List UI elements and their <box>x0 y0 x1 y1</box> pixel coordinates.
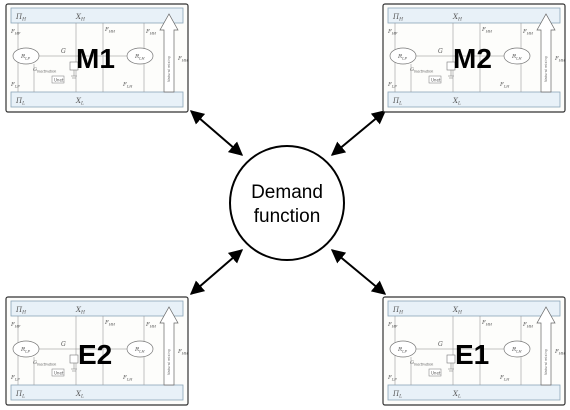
panel-e2: ΠH XH ΠL XL FHF FHH FHH FLF FLH FHH RLF RLH G Ginacti… <box>5 296 189 406</box>
x-l-label: XL <box>452 390 461 400</box>
f-hh-label-2: FHH <box>145 322 157 329</box>
natural-mixing-label: Natural mixing <box>167 56 171 82</box>
g-inactivation-label: Ginactivation <box>33 67 56 74</box>
x-h-label: XH <box>75 13 86 23</box>
arrow-center-to-m1 <box>189 110 244 156</box>
f-hf-label: FHF <box>387 29 398 36</box>
f-lh-label: FLH <box>499 82 510 89</box>
x-l-label: XL <box>452 97 461 107</box>
x-h-label: XH <box>75 306 86 316</box>
unet-label: Unet <box>54 371 64 376</box>
f-hh-label: FHH <box>104 27 116 34</box>
f-lh-label: FLH <box>122 82 133 89</box>
pi-l-label: ΠL <box>392 97 402 107</box>
unet-label: Unet <box>431 78 441 83</box>
f-lf-label: FLF <box>387 375 397 382</box>
f-lf-label: FLF <box>10 82 20 89</box>
f-lf-label: FLF <box>387 82 397 89</box>
natural-mixing-label: Natural mixing <box>544 56 548 82</box>
pi-h-label: ΠH <box>15 306 27 316</box>
node-rh-label: RLH <box>134 54 146 61</box>
demand-function-node: Demand function <box>229 145 345 261</box>
f-hh-label: FHH <box>481 320 493 327</box>
pi-l-label: ΠL <box>15 97 25 107</box>
f-hh-right-label: FHH <box>177 56 189 63</box>
node-rf-label: RLF <box>397 54 408 61</box>
panel-label: E2 <box>78 339 112 370</box>
panel-label: M1 <box>76 43 115 74</box>
g-inactivation-label: Ginactivation <box>33 360 56 367</box>
g-label: G <box>438 341 443 348</box>
node-rf-label: RLF <box>20 54 31 61</box>
f-hh-label-2: FHH <box>522 29 534 36</box>
x-l-label: XL <box>75 97 84 107</box>
panel-m2: ΠH XH ΠL XL FHF FHH FHH FLF FLH FHH RLF RLH G Ginacti… <box>382 3 566 113</box>
x-h-label: XH <box>452 13 463 23</box>
panel-label: E1 <box>455 339 489 370</box>
f-hf-label: FHF <box>10 322 21 329</box>
pi-h-label: ΠH <box>15 13 27 23</box>
node-rh-label: RLH <box>511 347 523 354</box>
arrow-center-to-m2 <box>330 110 387 156</box>
arrow-center-to-e1 <box>330 249 387 295</box>
center-label-line1: Demand <box>251 182 323 203</box>
f-hh-label-2: FHH <box>522 322 534 329</box>
f-hh-label-2: FHH <box>145 29 157 36</box>
g-label: G <box>61 341 66 348</box>
pi-l-label: ΠL <box>392 390 402 400</box>
g-inactivation-label: Ginactivation <box>410 360 433 367</box>
panel-m1: ΠH XH ΠL XL FHF FHH FHH FLF FLH FHH RLF RLH G Ginacti… <box>5 3 189 113</box>
arrow-center-to-e2 <box>189 249 244 295</box>
pi-l-label: ΠL <box>15 390 25 400</box>
f-hf-label: FHF <box>10 29 21 36</box>
x-l-label: XL <box>75 390 84 400</box>
g-inactivation-label: Ginactivation <box>410 67 433 74</box>
node-rh-label: RLH <box>134 347 146 354</box>
g-label: G <box>438 48 443 55</box>
f-lf-label: FLF <box>10 375 20 382</box>
g-label: G <box>61 48 66 55</box>
node-rf-label: RLF <box>20 347 31 354</box>
f-hf-label: FHF <box>387 322 398 329</box>
panel-label: M2 <box>453 43 492 74</box>
f-hh-right-label: FHH <box>177 349 189 356</box>
f-hh-right-label: FHH <box>554 56 566 63</box>
unet-label: Unet <box>54 78 64 83</box>
node-rh-label: RLH <box>511 54 523 61</box>
pi-h-label: ΠH <box>392 13 404 23</box>
natural-mixing-label: Natural mixing <box>544 349 548 375</box>
natural-mixing-label: Natural mixing <box>167 349 171 375</box>
center-label-line2: function <box>254 206 321 227</box>
x-h-label: XH <box>452 306 463 316</box>
f-hh-label: FHH <box>481 27 493 34</box>
node-rf-label: RLF <box>397 347 408 354</box>
pi-h-label: ΠH <box>392 306 404 316</box>
f-lh-label: FLH <box>499 375 510 382</box>
panel-e1: ΠH XH ΠL XL FHF FHH FHH FLF FLH FHH RLF RLH G Ginacti… <box>382 296 566 406</box>
f-lh-label: FLH <box>122 375 133 382</box>
f-hh-label: FHH <box>104 320 116 327</box>
f-hh-right-label: FHH <box>554 349 566 356</box>
unet-label: Unet <box>431 371 441 376</box>
